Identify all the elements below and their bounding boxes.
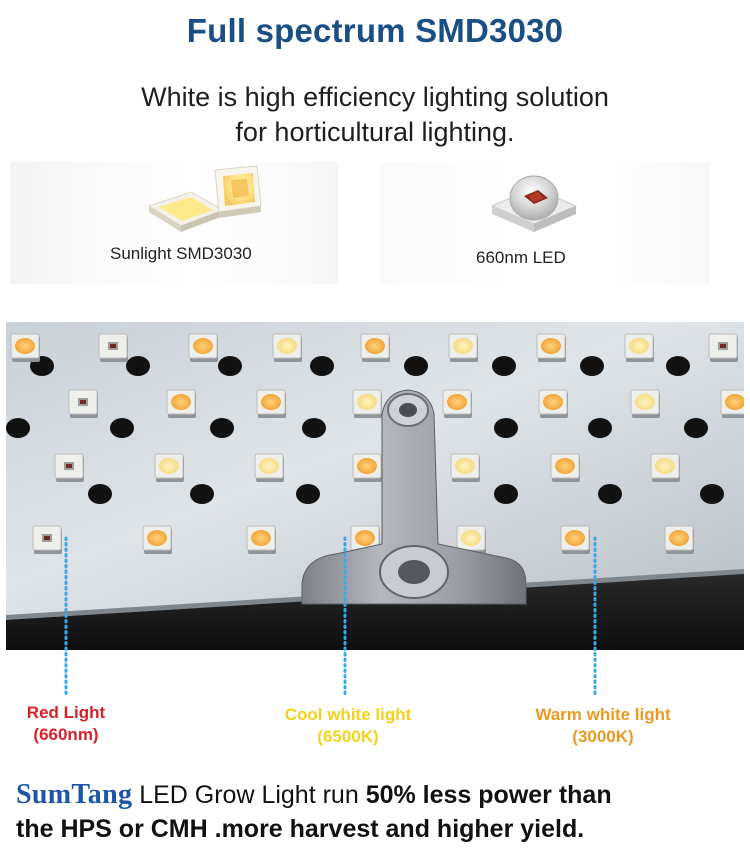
board-hole <box>684 418 708 438</box>
warm-white-led <box>352 453 382 482</box>
warm-white-led <box>720 389 744 418</box>
cool-light-name: Cool white light <box>284 705 412 724</box>
red-660nm-led-chip-image <box>490 175 578 232</box>
board-hole <box>110 418 134 438</box>
board-hole <box>190 484 214 504</box>
board-hole <box>588 418 612 438</box>
board-hole <box>218 356 242 376</box>
cool-white-led <box>450 453 480 482</box>
red-led <box>32 525 62 554</box>
warm-light-name: Warm white light <box>535 705 671 724</box>
cool-white-led <box>448 333 478 362</box>
warm-white-led <box>360 333 390 362</box>
cool-white-light-label: Cool white light (6500K) <box>270 704 426 748</box>
board-hole <box>666 356 690 376</box>
red-led <box>68 389 98 418</box>
cool-white-led <box>630 389 660 418</box>
board-hole <box>494 418 518 438</box>
board-hole <box>700 484 724 504</box>
cool-white-led <box>456 525 486 554</box>
warm-light-value: (3000K) <box>572 727 634 746</box>
warm-white-led <box>256 389 286 418</box>
board-hole <box>210 418 234 438</box>
tagline-text-2: 50% less power than <box>365 781 612 809</box>
brand-name: SumTang <box>16 779 133 810</box>
red-led <box>708 333 738 362</box>
warm-white-led <box>536 333 566 362</box>
red-light-name: Red Light <box>26 703 106 722</box>
tagline-line-1: SumTang LED Grow Light run 50% less powe… <box>16 778 744 812</box>
board-hole <box>580 356 604 376</box>
warm-white-led <box>442 389 472 418</box>
warm-white-led <box>142 525 172 554</box>
led-board-drawing <box>6 322 744 650</box>
red-led <box>54 453 84 482</box>
board-hole <box>404 356 428 376</box>
warm-white-led <box>664 525 694 554</box>
sunlight-smd3030-chip-image <box>147 165 262 232</box>
cool-white-led <box>254 453 284 482</box>
warm-white-led <box>550 453 580 482</box>
red-light-value: (660nm) <box>33 725 99 744</box>
cool-white-led <box>624 333 654 362</box>
sunlight-chip-label: Sunlight SMD3030 <box>110 244 252 263</box>
red-light-label: Red Light (660nm) <box>6 702 126 746</box>
board-hole <box>296 484 320 504</box>
warm-white-led <box>538 389 568 418</box>
red-led <box>98 333 128 362</box>
board-hole <box>302 418 326 438</box>
warm-white-led <box>166 389 196 418</box>
board-hole <box>494 484 518 504</box>
board-hole <box>126 356 150 376</box>
cool-white-led <box>272 333 302 362</box>
warm-white-led <box>10 333 40 362</box>
subtitle-line-2: for horticultural lighting. <box>235 117 515 147</box>
subtitle: White is high efficiency lighting soluti… <box>0 80 750 150</box>
cool-white-led <box>352 389 382 418</box>
led-board-photo <box>6 322 744 650</box>
subtitle-line-1: White is high efficiency lighting soluti… <box>141 82 609 112</box>
board-hole <box>88 484 112 504</box>
board-hole <box>310 356 334 376</box>
board-hole <box>492 356 516 376</box>
warm-white-light-label: Warm white light (3000K) <box>510 704 696 748</box>
red-chip-label: 660nm LED <box>476 248 566 267</box>
board-hole <box>6 418 30 438</box>
board-hole <box>598 484 622 504</box>
cool-white-led <box>650 453 680 482</box>
tagline-text-1: LED Grow Light run <box>132 781 366 809</box>
cool-white-led <box>154 453 184 482</box>
mounting-bracket <box>301 389 527 605</box>
warm-white-led <box>246 525 276 554</box>
cool-light-value: (6500K) <box>317 727 379 746</box>
warm-white-led <box>188 333 218 362</box>
page-title: Full spectrum SMD3030 <box>186 12 564 49</box>
warm-white-led <box>560 525 590 554</box>
tagline-line-2: the HPS or CMH .more harvest and higher … <box>16 815 585 843</box>
